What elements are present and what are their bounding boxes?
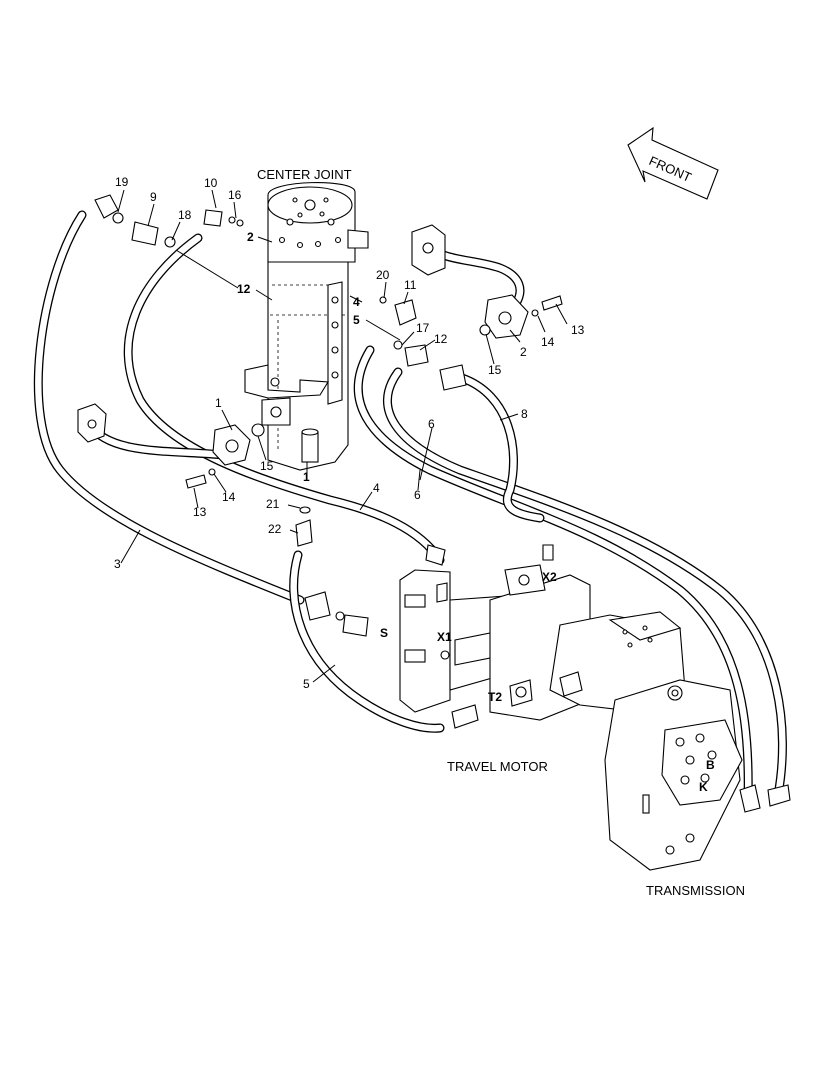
callout-22: 22: [268, 522, 282, 536]
fittings: [94, 194, 791, 813]
travel-motor-caption: TRAVEL MOTOR: [447, 759, 548, 774]
callout-15-oring-right: 15: [488, 363, 502, 377]
callout-12-fitting: 12: [434, 332, 448, 346]
callout-14-washer-left: 14: [222, 490, 236, 504]
callout-4-hose: 4: [373, 481, 380, 495]
callout-13-bolt-left: 13: [193, 505, 207, 519]
callout-12-center-joint: 12: [237, 282, 251, 296]
callout-11: 11: [404, 278, 417, 292]
port-x2: X2: [542, 570, 557, 584]
callout-18: 18: [178, 208, 192, 222]
callout-2-flange: 2: [520, 345, 527, 359]
front-arrow-icon: FRONT: [627, 126, 719, 200]
callout-21: 21: [266, 497, 280, 511]
hose-8: [457, 373, 545, 523]
center-joint-caption: CENTER JOINT: [257, 167, 352, 182]
flange-2: [411, 224, 529, 339]
callout-6-lower: 6: [414, 488, 421, 502]
callout-8: 8: [521, 407, 528, 421]
port-t2: T2: [488, 690, 502, 704]
callout-2-center-joint: 2: [247, 230, 254, 244]
callout-5-hose: 5: [303, 677, 310, 691]
callout-10: 10: [204, 176, 218, 190]
port-k: K: [699, 780, 708, 794]
hose-6-right: [383, 367, 787, 800]
callout-4-center-joint: 4: [353, 295, 360, 309]
callout-6-upper: 6: [428, 417, 435, 431]
callout-1-center-joint: 1: [303, 470, 310, 484]
callout-numbers: 19 9 10 16 18 2 12 20 11 4 5 17 12 2 13 …: [114, 175, 585, 691]
hose-6-left: [353, 345, 753, 805]
port-b: B: [706, 758, 715, 772]
pipe-1-line: [85, 420, 230, 460]
port-x1: X1: [437, 630, 452, 644]
center-joint: CENTER JOINT: [244, 167, 369, 471]
callout-1-flange: 1: [215, 396, 222, 410]
transmission-caption: TRANSMISSION: [646, 883, 745, 898]
callout-15-oring-left: 15: [260, 459, 274, 473]
hose-5: [289, 550, 445, 733]
hose-3: [33, 210, 305, 605]
callout-14-washer-right: 14: [541, 335, 555, 349]
leader-lines: [117, 189, 568, 683]
callout-20: 20: [376, 268, 390, 282]
port-labels: S X1 X2 T2 B K: [380, 570, 715, 794]
flange-1: [77, 403, 251, 466]
callout-19: 19: [115, 175, 129, 189]
callout-16: 16: [228, 188, 242, 202]
callout-9: 9: [150, 190, 157, 204]
callout-5-center-joint: 5: [353, 313, 360, 327]
callout-13-bolt-right: 13: [571, 323, 585, 337]
port-s: S: [380, 626, 388, 640]
callout-3: 3: [114, 557, 121, 571]
transmission: TRANSMISSION: [549, 611, 745, 898]
callout-17: 17: [416, 321, 430, 335]
